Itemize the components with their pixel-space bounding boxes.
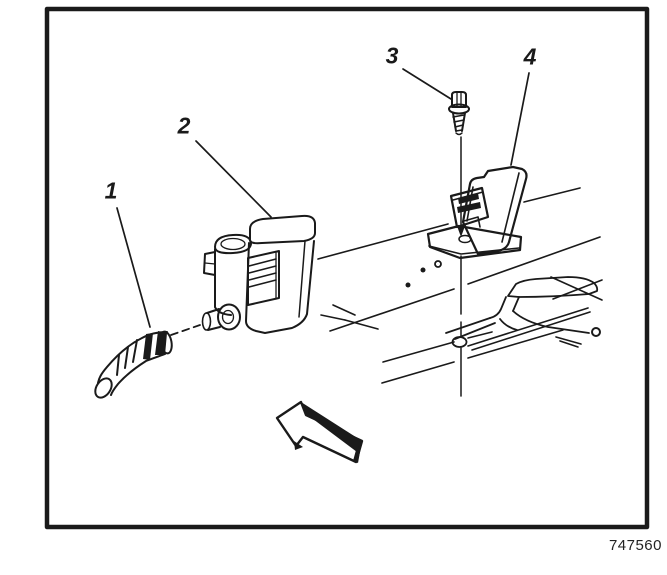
bracket-slot-lower bbox=[457, 202, 481, 213]
canister-port bbox=[217, 303, 241, 331]
fitting-nut bbox=[155, 331, 167, 355]
alignment-dash-line bbox=[170, 324, 201, 336]
rail-holes bbox=[405, 260, 601, 337]
centerline-arrowhead bbox=[457, 226, 465, 237]
bolt-washer bbox=[448, 103, 470, 115]
crossmember bbox=[445, 276, 599, 340]
bracket-plate bbox=[461, 165, 528, 256]
hose-open-end bbox=[94, 377, 113, 399]
bracket-slot-tab bbox=[449, 186, 490, 229]
leader-lines bbox=[116, 68, 530, 328]
figure-border bbox=[44, 6, 650, 530]
leader-4 bbox=[510, 72, 530, 166]
hose-fitting bbox=[94, 330, 173, 399]
figure-number: 747560 bbox=[608, 537, 662, 554]
callout-1-hose-fitting: 1 bbox=[104, 177, 118, 204]
bolt-threads bbox=[452, 114, 465, 132]
arrow-outline bbox=[275, 400, 364, 464]
leader-3 bbox=[402, 68, 452, 100]
frame-hole-small bbox=[591, 327, 601, 337]
frame-rail-lines bbox=[317, 187, 603, 384]
evap-canister bbox=[201, 214, 316, 334]
canister-cylinder-top bbox=[214, 233, 252, 255]
arrow-3d-band bbox=[301, 402, 362, 452]
canister-lid bbox=[249, 214, 316, 245]
bolt-centerline bbox=[451, 136, 468, 397]
fitting-flange bbox=[143, 333, 153, 360]
callout-4-mounting-bracket: 4 bbox=[523, 43, 537, 70]
callout-2-evap-canister: 2 bbox=[177, 112, 191, 139]
frame-bolt-hole bbox=[451, 336, 468, 348]
mounting-bracket bbox=[426, 165, 528, 260]
mounting-bolt bbox=[448, 91, 470, 136]
leader-2 bbox=[195, 140, 272, 218]
leader-1 bbox=[116, 207, 151, 328]
direction-arrow bbox=[275, 400, 364, 464]
canister-rib-panel bbox=[247, 250, 280, 306]
bolt-head bbox=[451, 91, 467, 108]
bracket-slot-upper bbox=[458, 193, 479, 204]
canister-side-tab bbox=[203, 251, 216, 276]
callout-3-mounting-bolt: 3 bbox=[385, 42, 399, 69]
canister-body bbox=[245, 240, 315, 334]
